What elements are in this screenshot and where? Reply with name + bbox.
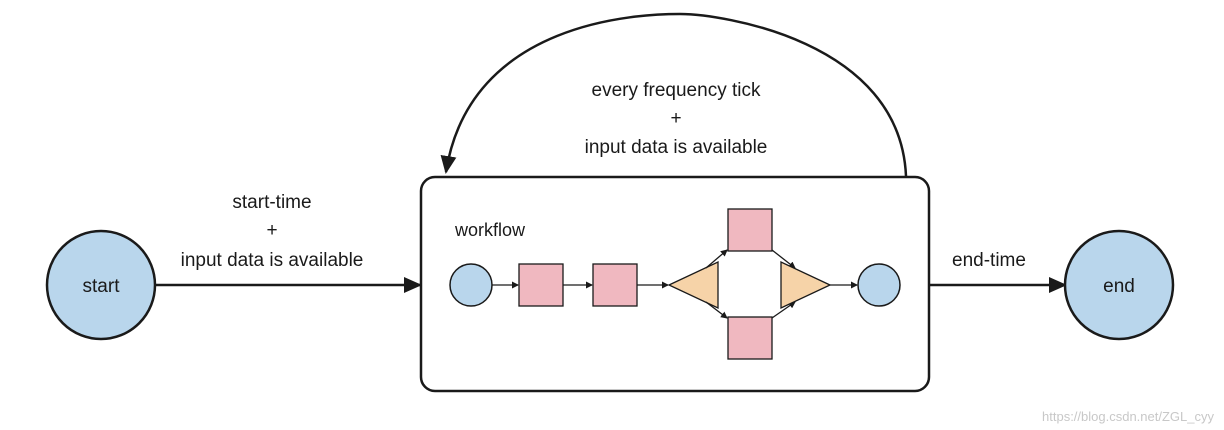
end-node (1063, 229, 1175, 341)
start-node-label: start (83, 276, 121, 297)
end-edge-label: end-time (952, 250, 1026, 271)
loop-arrow (440, 12, 908, 177)
start-edge-label-line2: + (266, 220, 277, 241)
workflow-end-node (857, 263, 901, 307)
start-edge-label-line1: start-time (232, 192, 311, 213)
workflow-action-2 (592, 263, 638, 307)
fork-edge-bottom (705, 301, 728, 319)
join-edge-top (771, 249, 796, 269)
workflow-action-1 (518, 263, 564, 307)
fork-edge-top (705, 249, 728, 269)
watermark: https://blog.csdn.net/ZGL_cyy (1042, 409, 1214, 424)
workflow-action-top (727, 208, 773, 252)
workflow-join (780, 260, 832, 310)
loop-label-line3: input data is available (585, 137, 768, 158)
workflow-label: workflow (454, 220, 526, 240)
start-edge-label-line3: input data is available (181, 250, 364, 271)
join-edge-bottom (771, 301, 796, 319)
workflow-fork (667, 260, 719, 310)
loop-label-line2: + (670, 108, 681, 129)
workflow-action-bottom (727, 316, 773, 360)
loop-label-line1: every frequency tick (592, 80, 761, 101)
workflow-start-node (449, 263, 493, 307)
end-node-label: end (1103, 276, 1135, 297)
